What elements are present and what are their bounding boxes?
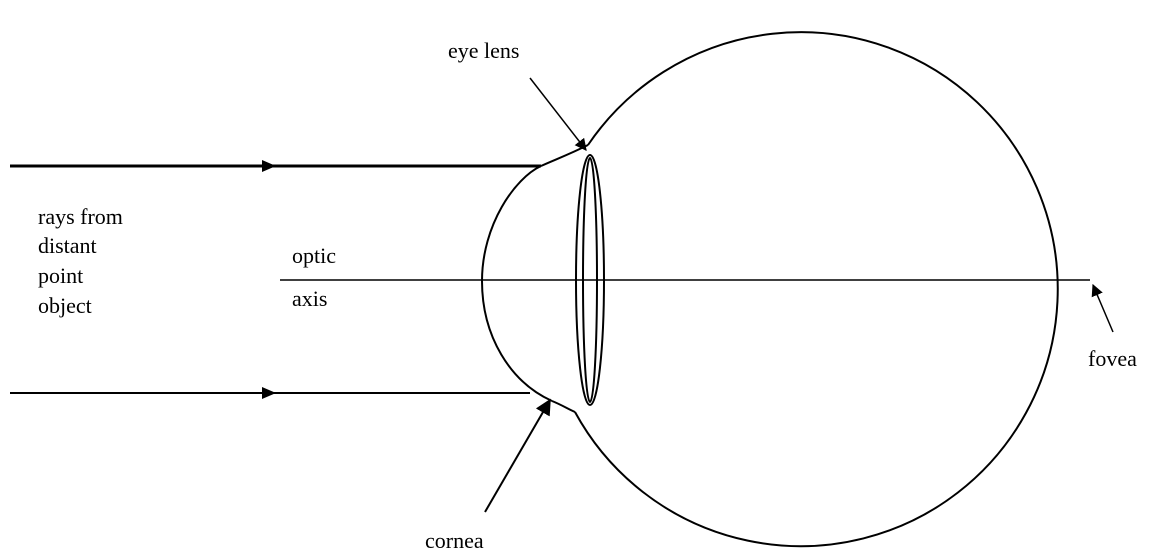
rays-label-line-3: point [38, 263, 83, 289]
cornea-bottom-join [552, 401, 575, 412]
optic-axis-label-line-1: optic [292, 243, 336, 269]
rays-label-line-1: rays from [38, 204, 123, 230]
cornea-label: cornea [425, 528, 484, 554]
eyeball-outline [575, 32, 1058, 546]
optic-axis-label-line-2: axis [292, 286, 327, 312]
cornea-top-join [541, 145, 588, 166]
cornea-curve [482, 166, 552, 401]
rays-label-line-2: distant [38, 233, 97, 259]
rays-label-line-4: object [38, 293, 92, 319]
ray-bottom-arrow [262, 387, 276, 399]
eye-lens-label: eye lens [448, 38, 519, 64]
fovea-label: fovea [1088, 346, 1137, 372]
fovea-pointer [1093, 285, 1113, 332]
ray-top-arrow [262, 160, 276, 172]
eye-lens-pointer [530, 78, 586, 150]
cornea-pointer [485, 400, 550, 512]
